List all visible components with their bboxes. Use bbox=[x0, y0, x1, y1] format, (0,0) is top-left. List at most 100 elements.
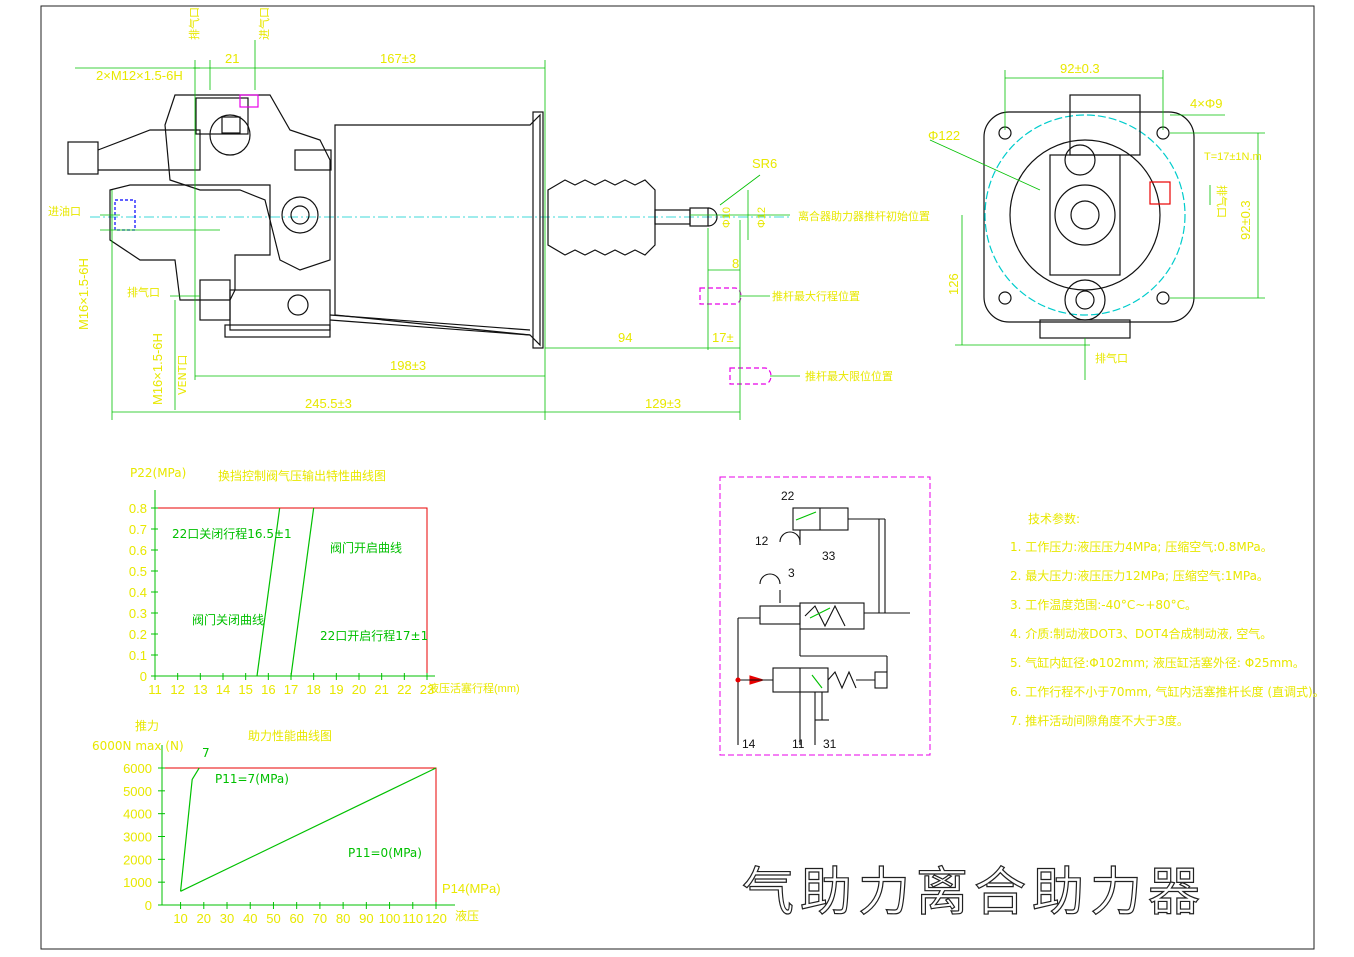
chart2-xlabel: P14(MPa) bbox=[442, 881, 501, 896]
chart2-annotation-p7: P11=7(MPa) bbox=[215, 772, 289, 786]
y-tick-label: 0.8 bbox=[129, 501, 147, 516]
y-tick-label: 5000 bbox=[123, 784, 152, 799]
label-intake-top: 进气口 bbox=[257, 7, 271, 40]
side-exhaust: 排气口 bbox=[1215, 185, 1229, 218]
x-tick-label: 21 bbox=[374, 682, 388, 697]
label-pos3: 推杆最大限位位置 bbox=[805, 369, 893, 383]
dim-167: 167±3 bbox=[380, 51, 416, 66]
x-tick-label: 20 bbox=[352, 682, 366, 697]
y-tick-label: 0.1 bbox=[129, 648, 147, 663]
side-dims bbox=[929, 70, 1265, 380]
series-line-2 bbox=[180, 767, 437, 892]
side-dim-92a: 92±0.3 bbox=[1060, 61, 1100, 76]
tech-item: 5. 气缸内缸径:Φ102mm; 液压缸活塞外径: Φ25mm。 bbox=[1010, 655, 1305, 670]
x-tick-label: 12 bbox=[170, 682, 184, 697]
chart2-title: 助力性能曲线图 bbox=[248, 729, 332, 743]
sch-p12: 12 bbox=[755, 534, 769, 548]
sheet-border bbox=[40, 5, 1315, 950]
chart1-ylabel: P22(MPa) bbox=[130, 466, 186, 480]
side-dim-phi122: Φ122 bbox=[928, 128, 960, 143]
tech-item: 3. 工作温度范围:-40°C~+80°C。 bbox=[1010, 597, 1197, 612]
label-vent: VENT口 bbox=[176, 355, 189, 395]
tech-item: 7. 推杆活动间隙角度不大于3度。 bbox=[1010, 713, 1189, 728]
main-view bbox=[67, 94, 790, 385]
y-tick-label: 0.6 bbox=[129, 543, 147, 558]
y-tick-label: 0.7 bbox=[129, 522, 147, 537]
x-tick-label: 23 bbox=[420, 682, 434, 697]
sch-p3: 3 bbox=[788, 566, 795, 580]
chart1-annotation-close: 22口关闭行程16.5±1 bbox=[172, 526, 292, 541]
dim-phi10: Φ10 bbox=[721, 207, 733, 228]
x-tick-label: 90 bbox=[359, 911, 373, 926]
side-torque: T=17±1N.m bbox=[1204, 151, 1262, 163]
tech-item: 1. 工作压力:液压压力4MPa; 压缩空气:0.8MPa。 bbox=[1010, 539, 1273, 554]
chart-assist-performance: 推力 6000N max (N) 助力性能曲线图 P14(MPa) 液压 010… bbox=[92, 719, 501, 926]
y-tick-label: 1000 bbox=[123, 875, 152, 890]
x-tick-label: 11 bbox=[148, 682, 162, 697]
label-exhaust-top: 排气口 bbox=[187, 7, 201, 40]
y-tick-label: 3000 bbox=[123, 830, 152, 845]
dim-m16a: M16×1.5-6H bbox=[76, 258, 91, 330]
label-exhaust-left: 排气口 bbox=[127, 285, 160, 299]
schematic-frame bbox=[719, 476, 931, 756]
dim-ports-top: 2×M12×1.5-6H bbox=[96, 68, 183, 83]
y-tick-label: 6000 bbox=[123, 761, 152, 776]
tech-item: 6. 工作行程不小于70mm, 气缸内活塞推杆长度 (直调式)。 bbox=[1010, 684, 1325, 699]
y-tick-label: 0.3 bbox=[129, 606, 147, 621]
x-tick-label: 18 bbox=[306, 682, 320, 697]
x-tick-label: 19 bbox=[329, 682, 343, 697]
x-tick-label: 40 bbox=[243, 911, 257, 926]
x-tick-label: 30 bbox=[220, 911, 234, 926]
dim-8: 8 bbox=[732, 256, 739, 271]
side-dim-holes: 4×Φ9 bbox=[1190, 96, 1222, 111]
dim-2455: 245.5±3 bbox=[305, 396, 352, 411]
x-tick-label: 14 bbox=[216, 682, 230, 697]
chart1-xlabel: 液压活塞行程(mm) bbox=[428, 681, 520, 695]
x-tick-label: 10 bbox=[173, 911, 187, 926]
y-tick-label: 0 bbox=[140, 669, 147, 684]
dim-94: 94 bbox=[618, 330, 632, 345]
dim-sr6: SR6 bbox=[752, 156, 777, 171]
sch-p11: 11 bbox=[792, 737, 805, 751]
y-tick-label: 2000 bbox=[123, 852, 152, 867]
sch-p33: 33 bbox=[822, 549, 836, 563]
x-tick-label: 15 bbox=[238, 682, 252, 697]
x-tick-label: 50 bbox=[266, 911, 280, 926]
y-tick-label: 4000 bbox=[123, 807, 152, 822]
dim-21: 21 bbox=[225, 51, 239, 66]
sch-p22: 22 bbox=[781, 489, 795, 503]
chart1-limit-box bbox=[155, 507, 428, 676]
y-tick-label: 0 bbox=[145, 898, 152, 913]
series-line-1 bbox=[179, 767, 200, 892]
x-tick-label: 100 bbox=[379, 911, 401, 926]
dim-17: 17± bbox=[712, 330, 734, 345]
chart2-annotation-p0: P11=0(MPa) bbox=[348, 846, 422, 860]
chart1-legend-close: 阀门关闭曲线 bbox=[192, 612, 264, 627]
side-dim-92b: 92±0.3 bbox=[1238, 200, 1253, 240]
sch-p14: 14 bbox=[742, 737, 756, 751]
chart2-annotation-7: 7 bbox=[202, 746, 210, 760]
y-tick-label: 0.4 bbox=[129, 585, 147, 600]
x-tick-label: 17 bbox=[284, 682, 298, 697]
y-tick-label: 0.5 bbox=[129, 564, 147, 579]
chart-valve-pressure: P22(MPa) 换挡控制阀气压输出特性曲线图 液压活塞行程(mm) 00.10… bbox=[129, 466, 520, 697]
chart1-annotation-open: 22口开启行程17±1 bbox=[320, 628, 428, 643]
x-tick-label: 22 bbox=[397, 682, 411, 697]
x-tick-label: 110 bbox=[402, 911, 423, 926]
series-line-1 bbox=[256, 507, 281, 677]
x-tick-label: 13 bbox=[193, 682, 207, 697]
tech-heading: 技术参数: bbox=[1028, 511, 1080, 526]
chart2-ylabel: 推力 bbox=[135, 719, 159, 733]
side-dim-126: 126 bbox=[946, 273, 961, 295]
label-pos2: 推杆最大行程位置 bbox=[772, 289, 860, 303]
dim-m16b: M16×1.5-6H bbox=[150, 333, 165, 405]
y-tick-label: 0.2 bbox=[129, 627, 147, 642]
x-tick-label: 16 bbox=[261, 682, 275, 697]
schematic bbox=[735, 507, 910, 745]
main-dims bbox=[75, 40, 800, 420]
sch-p31: 31 bbox=[823, 737, 837, 751]
chart2-limit-box bbox=[162, 767, 437, 905]
tech-item: 4. 介质:制动液DOT3、DOT4合成制动液, 空气。 bbox=[1010, 626, 1272, 641]
x-tick-label: 120 bbox=[425, 911, 447, 926]
